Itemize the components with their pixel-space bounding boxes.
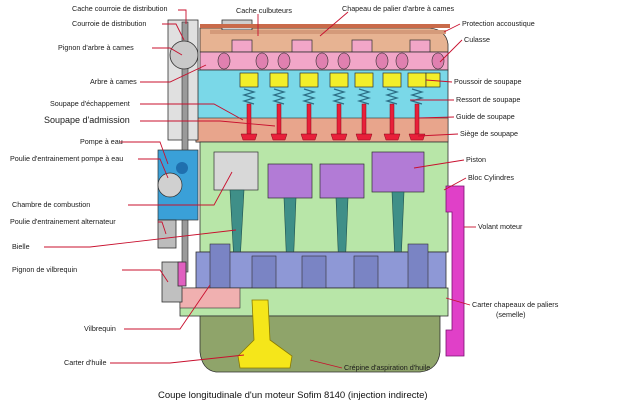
label-guide: Guide de soupape: [456, 112, 515, 121]
diagram-caption: Coupe longitudinale d'un moteur Sofim 81…: [158, 390, 428, 401]
label-siege: Siège de soupape: [460, 129, 518, 138]
right-labels: Cache culbuteurs Chapeau de palier d'arb…: [236, 4, 559, 372]
pistons: [213, 151, 425, 199]
label-culasse: Culasse: [464, 35, 490, 44]
cover-rim: [210, 30, 446, 34]
label-courroie: Courroie de distribution: [72, 19, 146, 28]
crepine-part: [237, 299, 293, 369]
volant-moteur-part: [445, 185, 465, 357]
label-soupape-admission: Soupape d'admission: [44, 115, 130, 125]
label-carter-chapeaux: Carter chapeaux de paliers: [472, 300, 559, 309]
label-piston: Piston: [466, 155, 486, 164]
label-chambre-combustion: Chambre de combustion: [12, 200, 90, 209]
label-poulie-pompe: Poulie d'entrainement pompe à eau: [10, 154, 123, 163]
label-cache-courroie: Cache courroie de distribution: [72, 4, 168, 13]
valve-springs: [241, 88, 425, 105]
valves: [240, 103, 426, 141]
label-protection: Protection accoustique: [462, 19, 535, 28]
label-pignon-arbre: Pignon d'arbre à cames: [58, 43, 134, 52]
tappets: [239, 72, 441, 88]
cam-lobes: [217, 52, 445, 70]
label-pignon-vilebrequin: Pignon de vilbrequin: [12, 265, 77, 274]
crank-sprocket: [177, 261, 187, 287]
label-poulie-alternateur: Poulie d'entrainement alternateur: [10, 217, 116, 226]
label-ressort: Ressort de soupape: [456, 95, 520, 104]
front-seal-housing: [179, 287, 241, 309]
pompe-eau-part: [157, 149, 199, 221]
leader-lines: [44, 9, 476, 369]
label-soupape-echappement: Soupape d'échappement: [50, 99, 130, 108]
label-volant: Volant moteur: [478, 222, 523, 231]
label-chapeau-palier: Chapeau de palier d'arbre à cames: [342, 4, 454, 13]
label-pompe-eau: Pompe à eau: [80, 137, 123, 146]
label-arbre-cames: Arbre à cames: [90, 77, 137, 86]
label-poussoir: Poussoir de soupape: [454, 77, 522, 86]
label-crepine: Crépine d'aspiration d'huile: [344, 363, 430, 372]
head-lower-casting: [195, 117, 449, 143]
cam-sprocket: [169, 40, 199, 70]
label-vilebrequin: Vilbrequin: [84, 324, 116, 333]
alternator-pulley: [157, 219, 177, 249]
engine-drawing: [157, 19, 465, 373]
label-carter-huile: Carter d'huile: [64, 358, 107, 367]
label-bielle: Bielle: [12, 242, 30, 251]
label-carter-chapeaux-sub: (semelle): [496, 310, 526, 319]
left-labels: Cache courroie de distribution Courroie …: [10, 4, 168, 367]
label-cache-culbuteurs: Cache culbuteurs: [236, 6, 292, 15]
protection-part: [200, 24, 450, 28]
label-bloc: Bloc Cylindres: [468, 173, 514, 182]
camshaft-bearing-caps: [231, 39, 431, 53]
